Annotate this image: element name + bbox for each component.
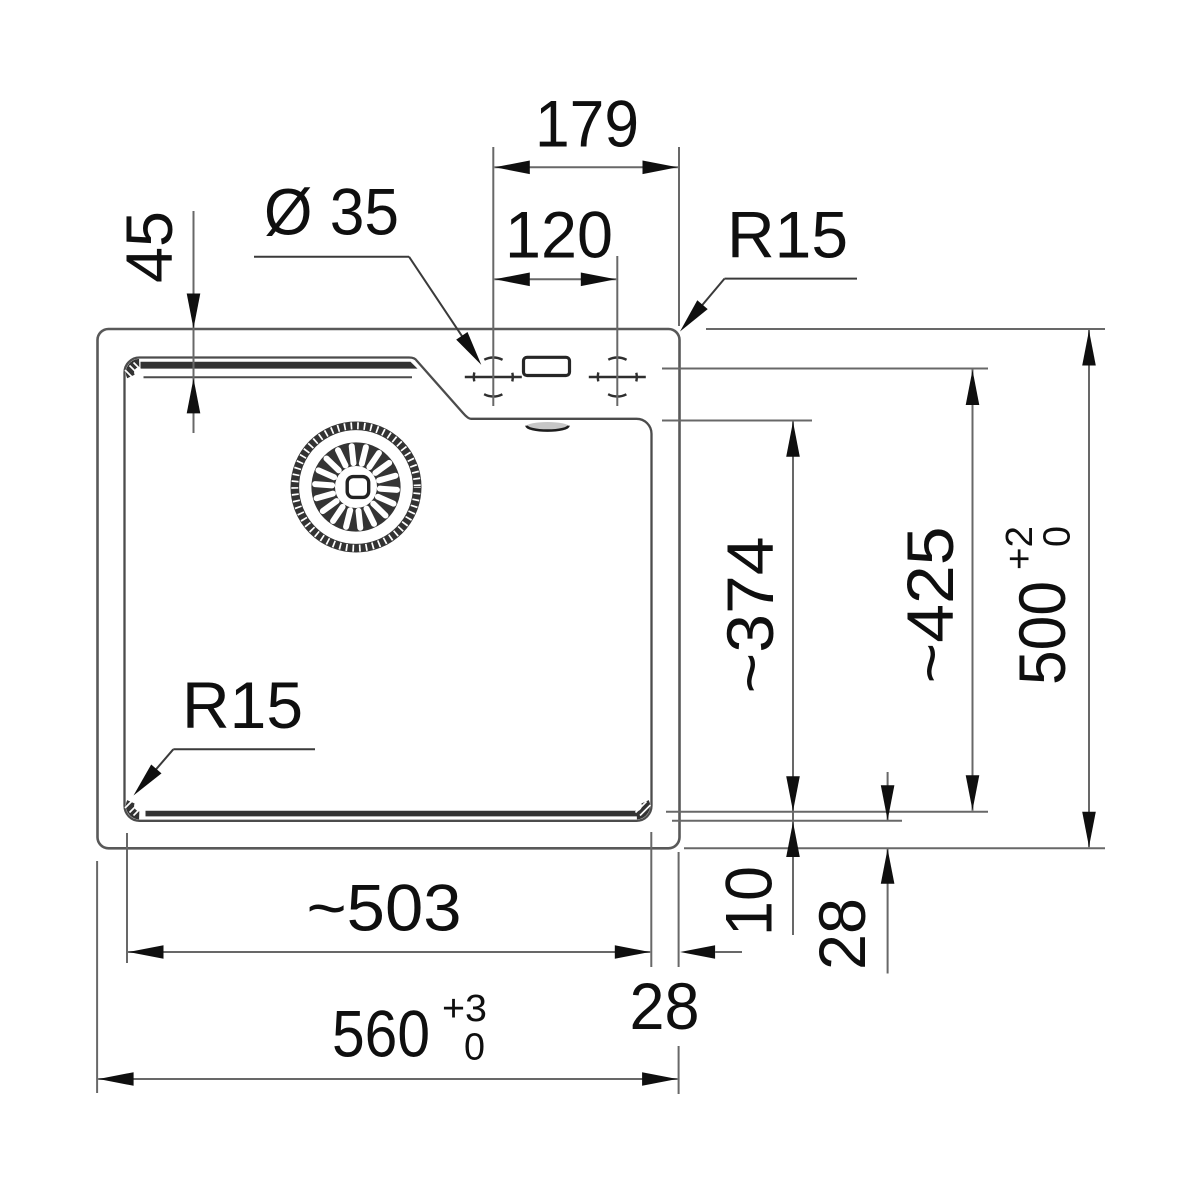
svg-text:28: 28 <box>630 969 700 1043</box>
svg-text:0: 0 <box>1037 526 1079 547</box>
svg-text:28: 28 <box>805 898 879 970</box>
svg-text:R15: R15 <box>727 198 848 272</box>
svg-text:179: 179 <box>535 87 639 161</box>
svg-text:120: 120 <box>505 198 613 272</box>
svg-text:+3: +3 <box>442 988 487 1030</box>
svg-text:~425: ~425 <box>893 527 967 684</box>
svg-text:500: 500 <box>1005 581 1079 685</box>
svg-text:R15: R15 <box>182 668 303 742</box>
svg-text:560: 560 <box>332 997 430 1071</box>
svg-text:~503: ~503 <box>307 871 462 945</box>
svg-text:+2: +2 <box>999 526 1041 570</box>
svg-text:~374: ~374 <box>713 537 787 694</box>
svg-text:10: 10 <box>712 866 786 936</box>
svg-text:Ø 35: Ø 35 <box>264 175 399 249</box>
svg-text:0: 0 <box>464 1027 485 1069</box>
svg-text:45: 45 <box>112 211 186 283</box>
